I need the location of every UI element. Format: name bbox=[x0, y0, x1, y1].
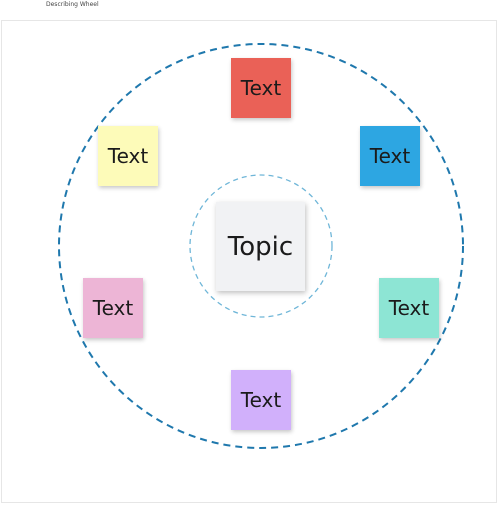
inner-ring bbox=[189, 174, 333, 318]
note-upper-left[interactable]: Text bbox=[98, 126, 158, 186]
outer-ring bbox=[58, 43, 464, 449]
note-upper-right[interactable]: Text bbox=[360, 126, 420, 186]
note-lower-left[interactable]: Text bbox=[83, 278, 143, 338]
topic-card[interactable]: Topic bbox=[216, 202, 305, 291]
note-top[interactable]: Text bbox=[231, 58, 291, 118]
note-bottom[interactable]: Text bbox=[231, 370, 291, 430]
note-lower-right[interactable]: Text bbox=[379, 278, 439, 338]
document-title: Describing Wheel bbox=[46, 1, 99, 8]
